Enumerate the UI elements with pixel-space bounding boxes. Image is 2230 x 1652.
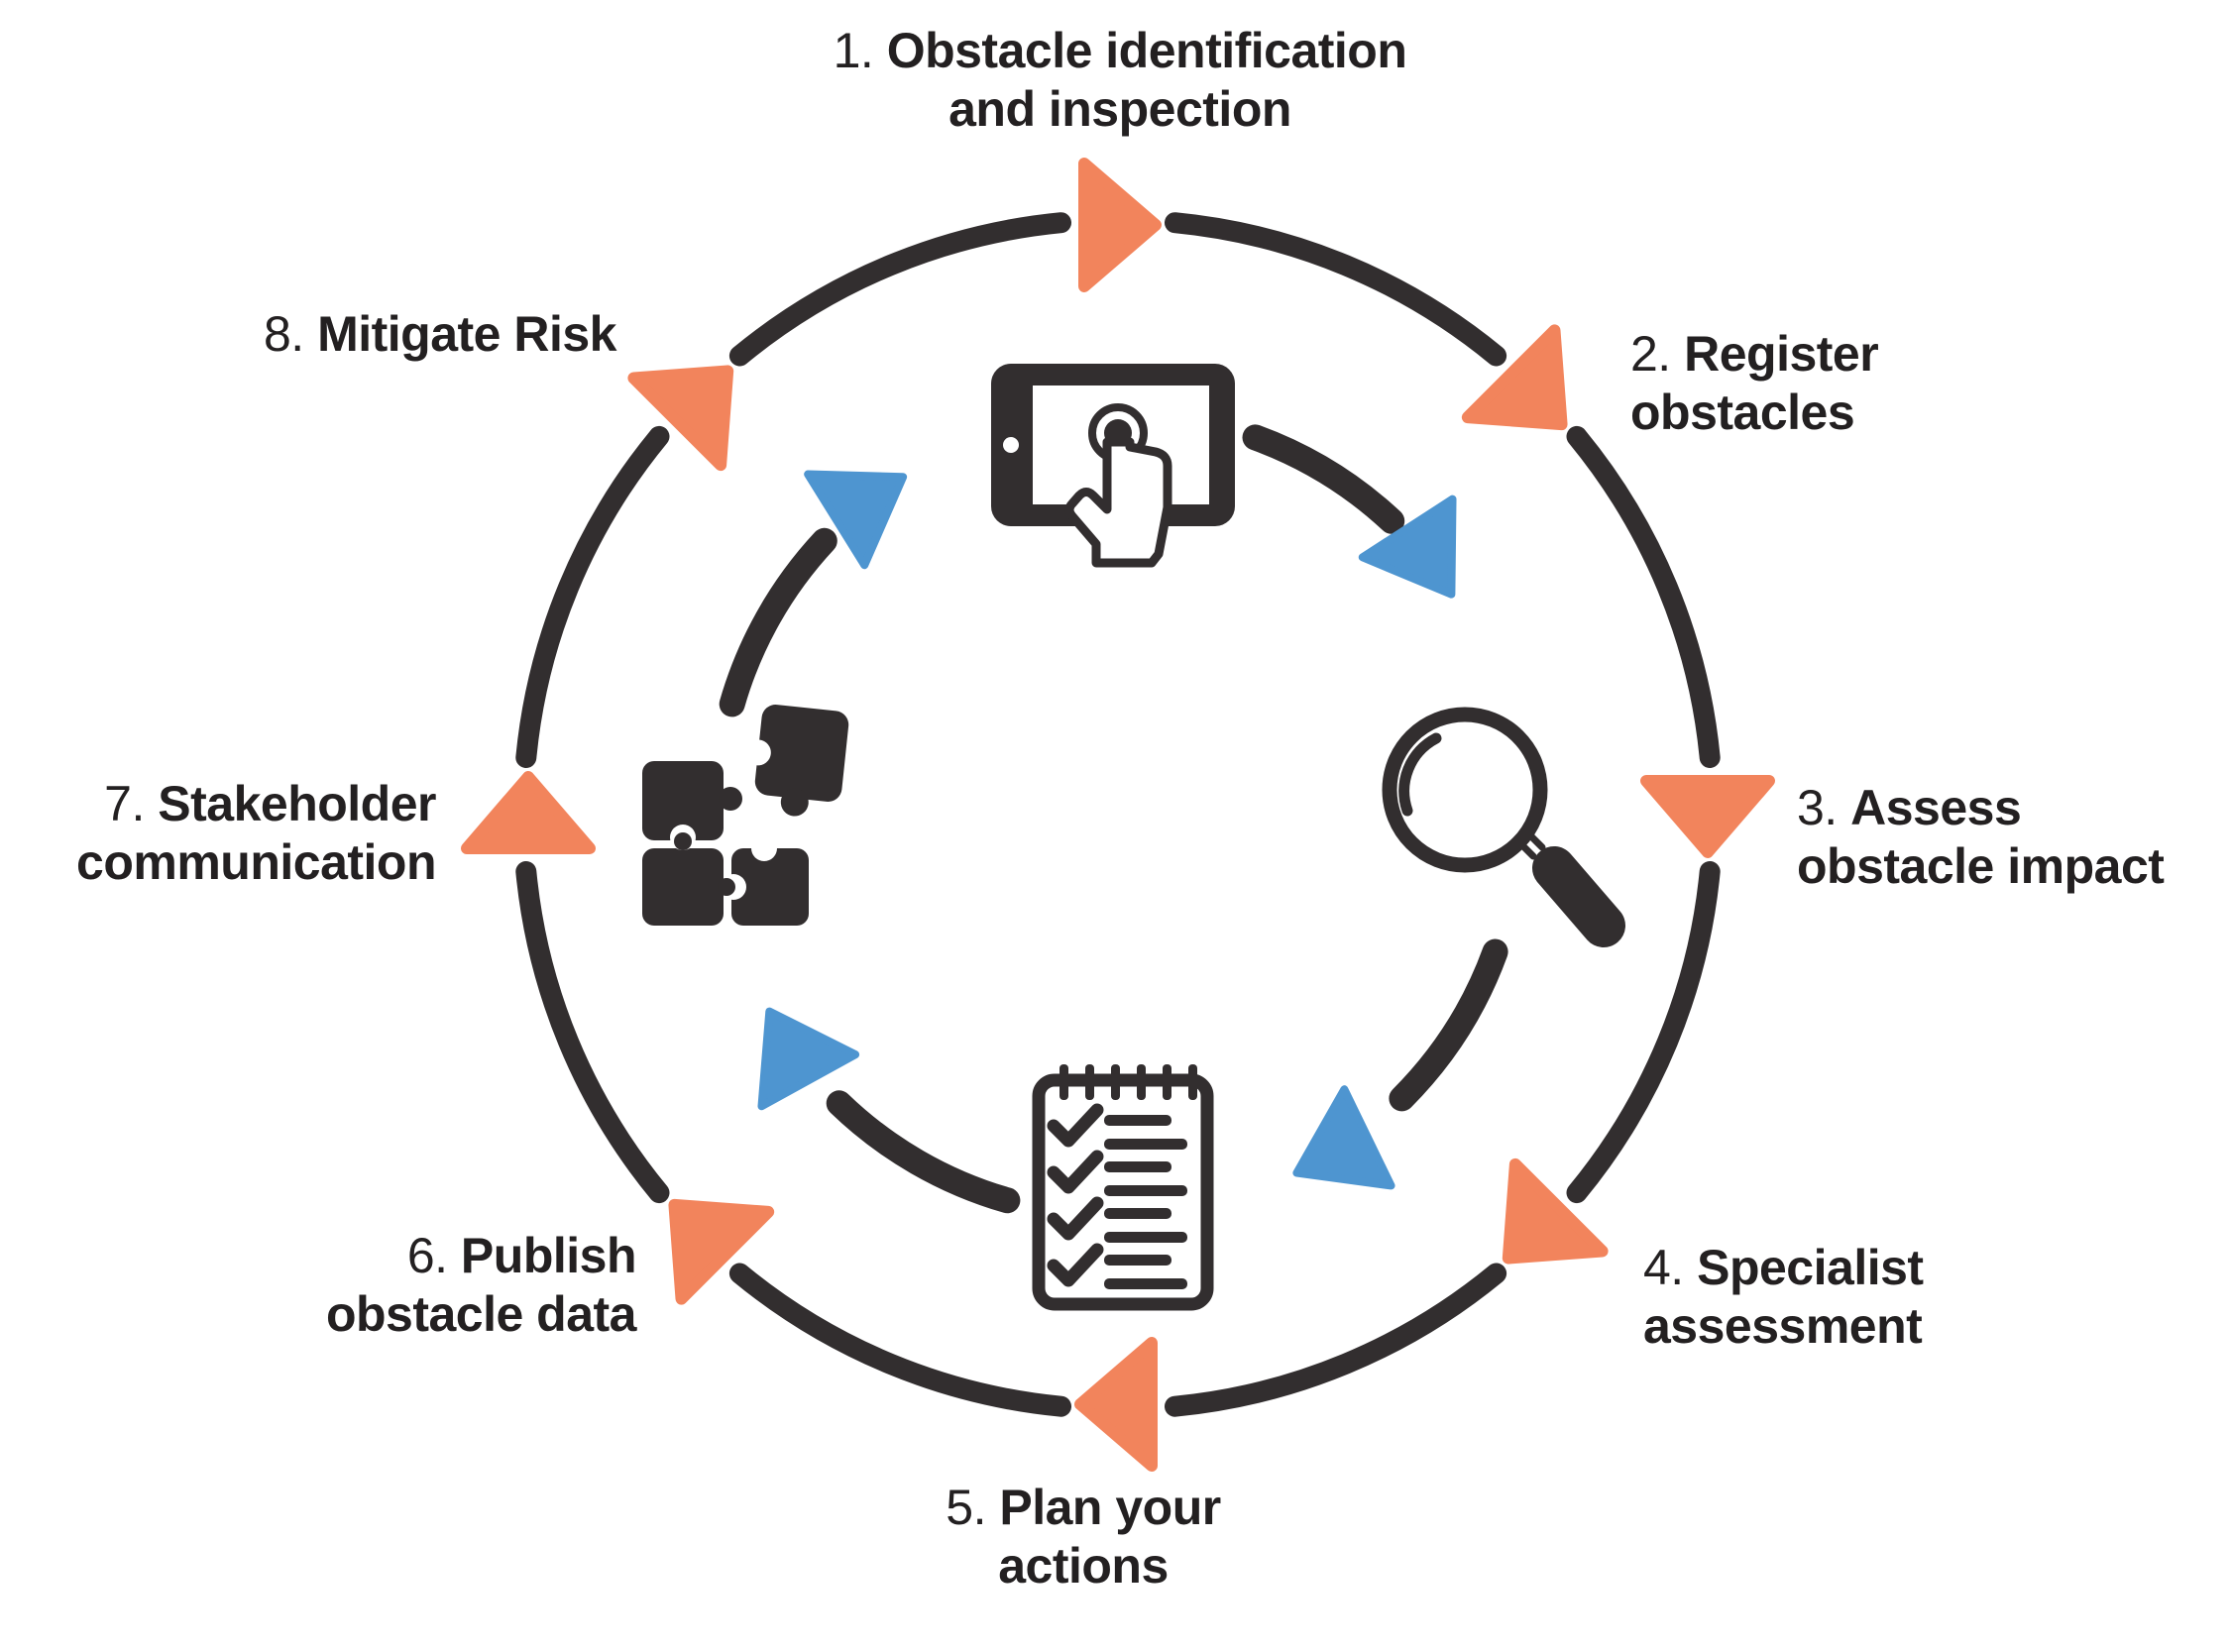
step-5-number: 5. <box>946 1480 986 1535</box>
step-8-number: 8. <box>263 306 304 362</box>
tap-hand <box>1064 437 1172 568</box>
inner-arrows <box>757 470 1457 1190</box>
orange-arrow-step-2 <box>1461 324 1568 431</box>
outer-arc-4 <box>1165 1263 1507 1417</box>
inner-arc-se <box>1389 938 1508 1112</box>
outer-arc-3 <box>1566 861 1721 1204</box>
orange-arrow-step-4 <box>1502 1157 1609 1265</box>
step-1-label: 1. Obstacle identification and inspectio… <box>833 23 1407 137</box>
step-6-number: 6. <box>406 1228 448 1283</box>
blue-arrow-se <box>1292 1085 1395 1190</box>
outer-ring <box>515 212 1721 1417</box>
outer-arc-2 <box>1566 425 1721 768</box>
outer-arc-7 <box>515 425 670 768</box>
check-rows <box>1047 1103 1187 1289</box>
magnifying-glass-icon <box>1382 707 1625 947</box>
puzzle-piece-separated <box>744 705 849 817</box>
orange-arrow-step-6 <box>668 1198 775 1305</box>
inner-ring <box>719 424 1508 1214</box>
step-2-label: 2. Register obstacles <box>1630 326 1879 440</box>
outer-arc-6 <box>515 861 670 1204</box>
blue-arrow-nw <box>804 470 908 570</box>
step-1-number: 1. <box>833 23 874 78</box>
checklist-icon <box>1032 1064 1214 1311</box>
step-7-label: 7. Stakeholder communication <box>76 776 436 890</box>
orange-arrow-step-3 <box>1640 775 1775 858</box>
step-4-number: 4. <box>1643 1240 1684 1295</box>
lens <box>1382 707 1548 873</box>
orange-arrow-step-8 <box>627 365 734 472</box>
step-2-number: 2. <box>1630 326 1671 382</box>
inner-arc-nw <box>719 527 837 717</box>
spiral-binding <box>1059 1064 1197 1100</box>
outer-arc-8 <box>728 212 1071 367</box>
blue-arrow-ne <box>1358 495 1457 599</box>
step-8-label: 8. Mitigate Risk <box>263 306 617 362</box>
orange-arrow-step-5 <box>1074 1337 1158 1472</box>
inner-arc-ne <box>1242 424 1405 534</box>
outer-arc-1 <box>1165 212 1507 367</box>
step-3-number: 3. <box>1797 780 1838 835</box>
handle <box>1532 846 1625 947</box>
lens-highlight <box>1398 732 1442 817</box>
orange-arrow-step-1 <box>1078 158 1162 292</box>
outer-arrows <box>461 158 1775 1472</box>
step-6-label: 6. Publish obstacle data <box>325 1228 637 1342</box>
step-4-label: 4. Specialist assessment <box>1643 1240 1924 1354</box>
puzzle-icon <box>642 705 849 926</box>
step-7-number: 7. <box>104 776 145 831</box>
outer-arc-5 <box>728 1263 1071 1417</box>
inner-arc-sw <box>826 1090 1021 1214</box>
orange-arrow-step-7 <box>461 771 596 854</box>
step-5-label: 5. Plan your actions <box>946 1480 1221 1594</box>
blue-arrow-sw <box>757 1007 860 1111</box>
step-3-label: 3. Assess obstacle impact <box>1797 780 2165 894</box>
touch-tablet-icon <box>991 364 1235 568</box>
